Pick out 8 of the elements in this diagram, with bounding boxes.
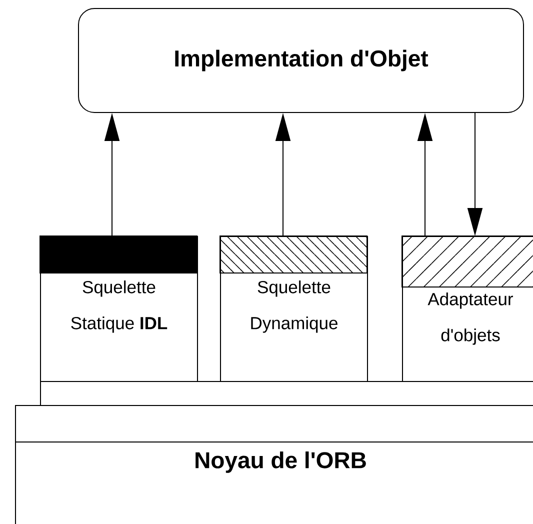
component-box: Adaptateur d'objets bbox=[402, 236, 533, 382]
component-box: Squelette Statique IDL bbox=[40, 236, 198, 382]
step-band bbox=[40, 380, 533, 406]
component-box bbox=[220, 236, 368, 274]
component-box bbox=[402, 236, 533, 288]
component-box: Squelette Dynamique bbox=[220, 236, 368, 382]
layer-box: Noyau de l'ORB bbox=[14, 404, 533, 524]
rounded-box: Implementation d'Objet bbox=[78, 8, 524, 113]
